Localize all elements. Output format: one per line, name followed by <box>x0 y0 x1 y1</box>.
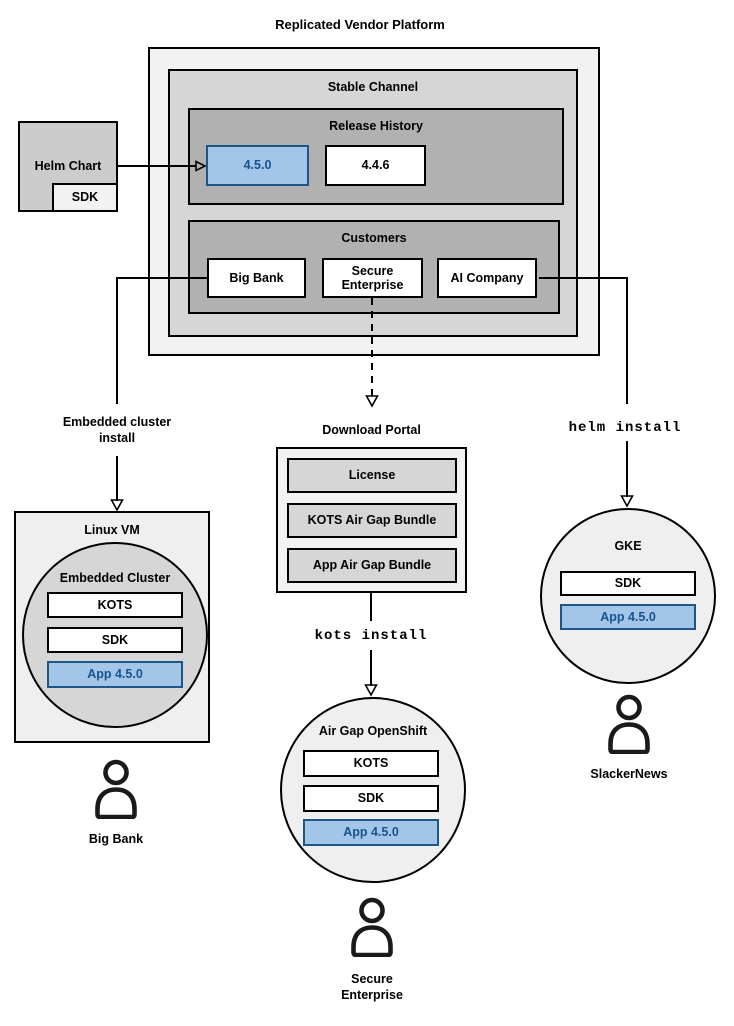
embedded-install-arrowhead <box>110 499 124 512</box>
kots-install-label: kots install <box>314 628 428 644</box>
big-bank-user-icon <box>90 759 142 824</box>
gke-title: GKE <box>614 539 642 553</box>
air-gap-openshift-title: Air Gap OpenShift <box>318 724 428 738</box>
left-sdk-box: SDK <box>47 627 183 653</box>
middle-kots-box: KOTS <box>303 750 439 777</box>
slackernews-user-label: SlackerNews <box>590 767 668 781</box>
left-app-box: App 4.5.0 <box>47 661 183 688</box>
kots-install-arrowhead <box>364 684 378 697</box>
big-bank-user-label: Big Bank <box>88 832 144 846</box>
gke-circle <box>540 508 716 684</box>
secure-enterprise-user-icon <box>346 897 398 962</box>
platform-title: Replicated Vendor Platform <box>275 17 445 32</box>
customer-big-bank: Big Bank <box>207 258 306 298</box>
helm-chart-sdk-box: SDK <box>52 183 118 212</box>
middle-sdk-box: SDK <box>303 785 439 812</box>
right-sdk-box: SDK <box>560 571 696 596</box>
secure-enterprise-arrowhead <box>365 395 379 408</box>
embedded-cluster-install-label: Embedded cluster install <box>62 415 172 445</box>
customers-title: Customers <box>341 231 407 245</box>
kots-air-gap-bundle-box: KOTS Air Gap Bundle <box>287 503 457 538</box>
app-air-gap-bundle-box: App Air Gap Bundle <box>287 548 457 583</box>
download-portal-title: Download Portal <box>322 423 421 437</box>
middle-app-box: App 4.5.0 <box>303 819 439 846</box>
license-box: License <box>287 458 457 493</box>
customer-secure-enterprise: Secure Enterprise <box>322 258 423 298</box>
linux-vm-title: Linux VM <box>84 523 140 537</box>
release-4-5-0: 4.5.0 <box>206 145 309 186</box>
slackernews-user-icon <box>603 694 655 759</box>
stable-channel-title: Stable Channel <box>327 80 419 94</box>
embedded-cluster-title: Embedded Cluster <box>59 571 171 585</box>
helm-install-label: helm install <box>568 420 682 436</box>
helm-install-arrowhead <box>620 495 634 508</box>
release-history-title: Release History <box>329 119 423 133</box>
left-kots-box: KOTS <box>47 592 183 618</box>
right-app-box: App 4.5.0 <box>560 604 696 630</box>
secure-enterprise-user-label: Secure Enterprise <box>341 972 403 1002</box>
customer-ai-company: AI Company <box>437 258 537 298</box>
release-4-4-6: 4.4.6 <box>325 145 426 186</box>
